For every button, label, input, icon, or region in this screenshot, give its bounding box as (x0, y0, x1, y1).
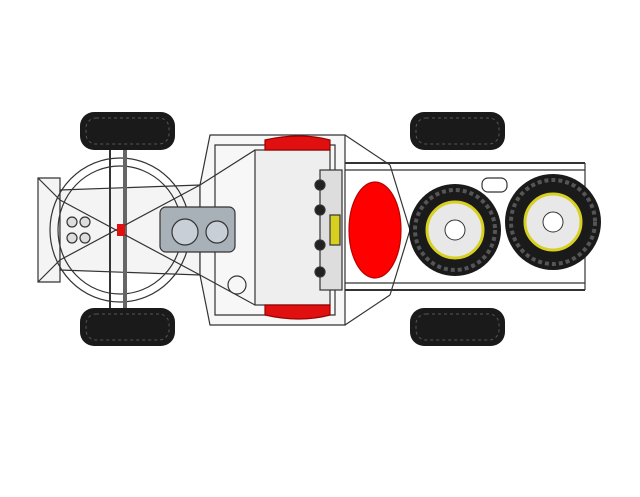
seat-panel (254, 149, 331, 306)
rear-frame (345, 162, 586, 296)
front-right-tire (80, 308, 175, 346)
steering-wheel (227, 275, 247, 295)
fuel-cell (348, 181, 402, 279)
fuel-tank (159, 206, 236, 253)
engine-block (314, 169, 343, 291)
spare-wheel-2 (505, 174, 601, 270)
spare-wheel-1 (409, 184, 501, 276)
seat-bottom (264, 304, 331, 320)
rear-left-tire (410, 112, 505, 150)
seat-top (264, 135, 331, 151)
front-left-tire (80, 112, 175, 150)
rear-right-tire (410, 308, 505, 346)
